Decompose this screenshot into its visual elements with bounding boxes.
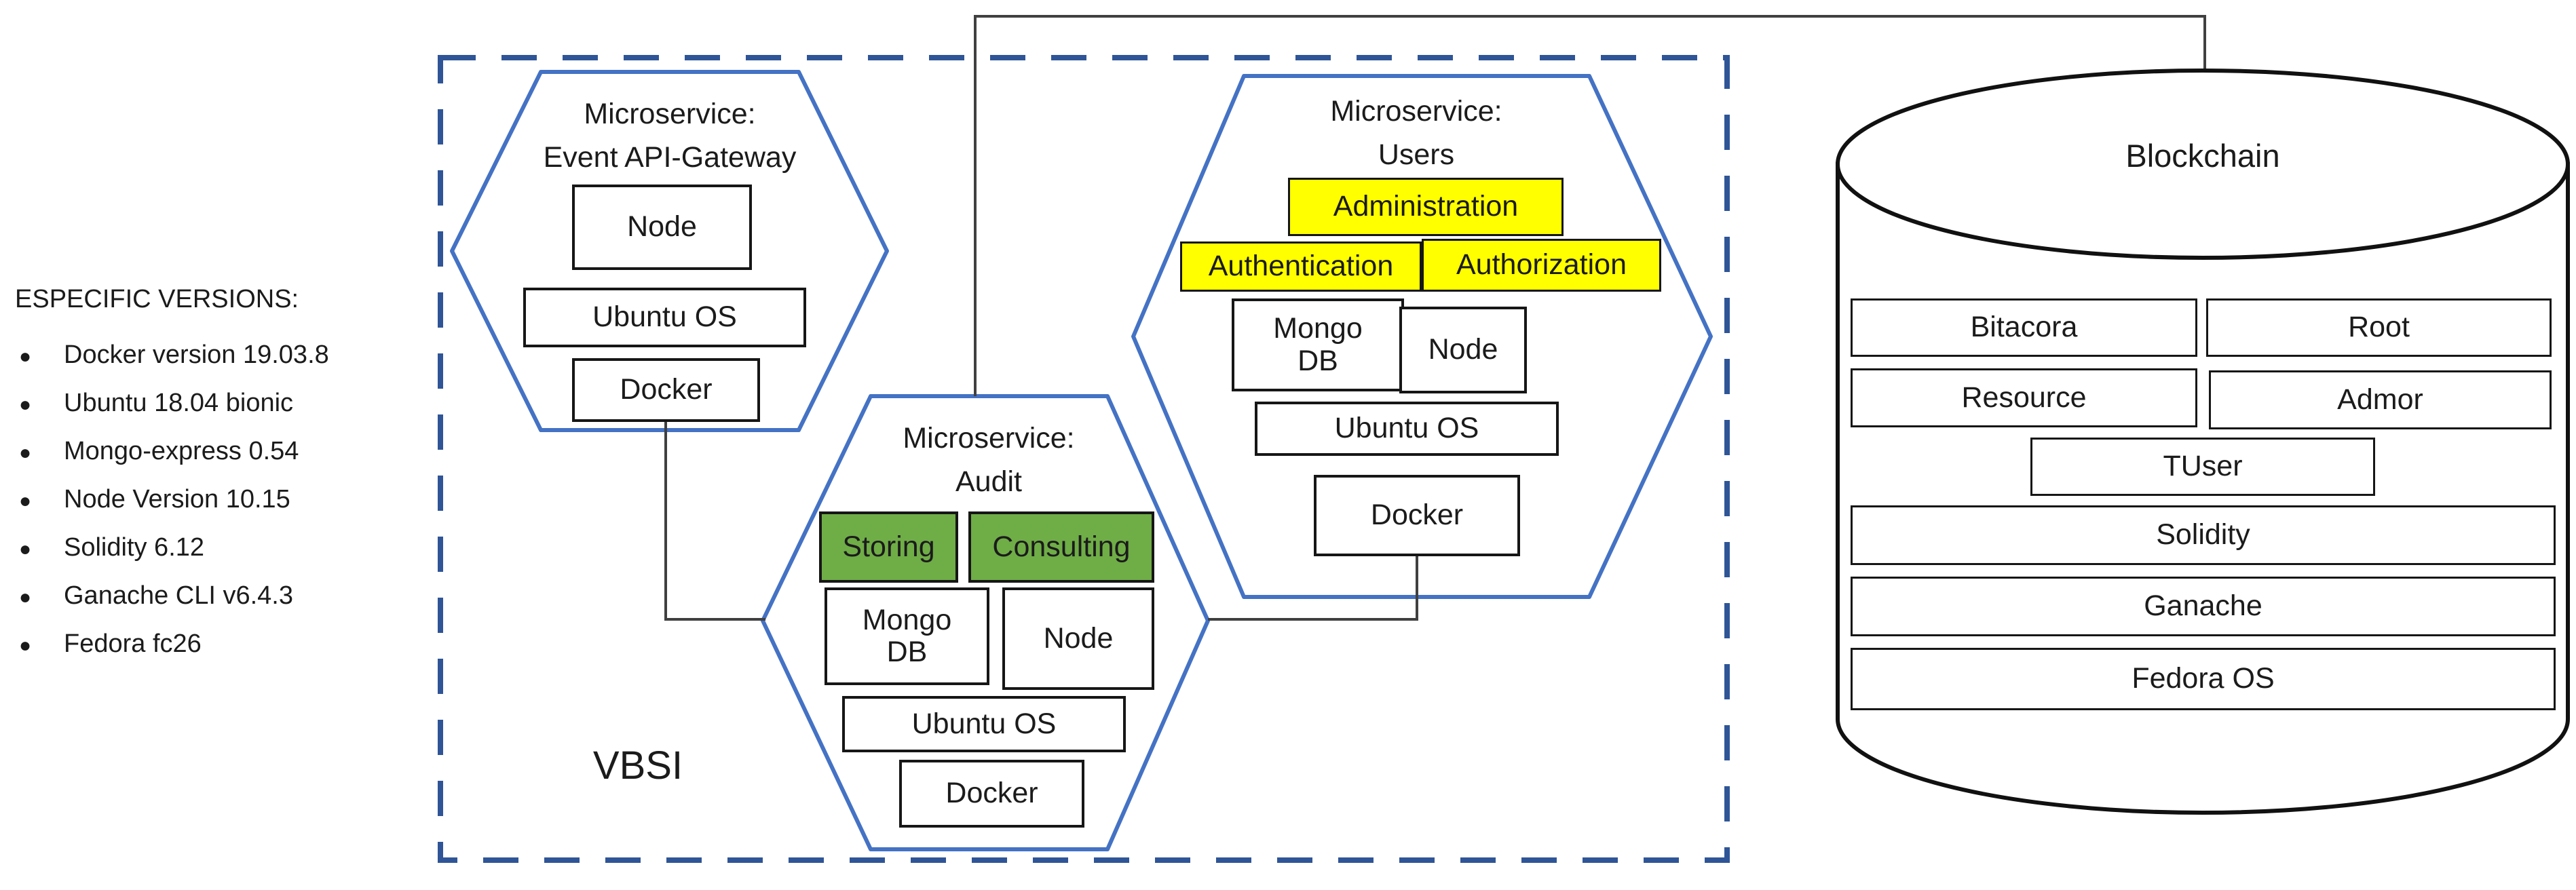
users-ubuntu-box: Ubuntu OS: [1255, 402, 1559, 456]
audit-title: Microservice: Audit: [819, 417, 1158, 503]
versions-title: ESPECIFIC VERSIONS:: [15, 285, 299, 313]
version-item-label: Ubuntu 18.04 bionic: [64, 389, 294, 417]
version-item-label: Fedora fc26: [64, 630, 202, 658]
blockchain-tuser-box: TUser: [2030, 438, 2375, 496]
connector-gateway-to-audit: [664, 422, 765, 621]
audit-title-line2: Audit: [955, 465, 1022, 498]
gateway-title: Microservice: Event API-Gateway: [500, 92, 839, 179]
users-mongodb-box: Mongo DB: [1232, 298, 1404, 391]
blockchain-admor-box: Admor: [2209, 370, 2552, 429]
vbsi-label: VBSI: [592, 743, 683, 788]
connector-audit-to-blockchain: [974, 15, 2206, 396]
users-title: Microservice: Users: [1247, 90, 1586, 176]
gateway-title-line1: Microservice:: [584, 98, 756, 130]
version-item: ● Node Version 10.15: [15, 476, 436, 524]
users-title-line2: Users: [1378, 138, 1455, 171]
connector-users-to-audit: [1208, 556, 1418, 621]
version-item: ● Solidity 6.12: [15, 524, 436, 573]
version-item-label: Solidity 6.12: [64, 533, 205, 562]
gateway-node-box: Node: [572, 185, 752, 270]
bullet-icon: ●: [19, 586, 32, 608]
bullet-icon: ●: [19, 393, 32, 416]
version-item-label: Node Version 10.15: [64, 485, 290, 514]
version-item-label: Docker version 19.03.8: [64, 341, 329, 369]
version-item: ● Mongo-express 0.54: [15, 428, 436, 476]
audit-node-box: Node: [1002, 587, 1154, 690]
blockchain-ganache-box: Ganache: [1851, 577, 2556, 636]
users-title-line1: Microservice:: [1330, 95, 1502, 128]
versions-list: ESPECIFIC VERSIONS: ● Docker version 19.…: [15, 285, 436, 669]
blockchain-bitacora-box: Bitacora: [1851, 298, 2197, 357]
audit-docker-box: Docker: [899, 760, 1084, 828]
audit-storing-box: Storing: [819, 511, 958, 583]
blockchain-solidity-box: Solidity: [1851, 505, 2556, 565]
blockchain-title: Blockchain: [2125, 138, 2280, 174]
users-node-box: Node: [1399, 307, 1527, 393]
users-authorization-box: Authorization: [1422, 239, 1661, 292]
version-item-label: Mongo-express 0.54: [64, 437, 299, 465]
gateway-title-line2: Event API-Gateway: [543, 141, 797, 174]
bullet-icon: ●: [19, 442, 32, 464]
blockchain-fedora-box: Fedora OS: [1851, 648, 2556, 710]
bullet-icon: ●: [19, 634, 32, 657]
vbsi-dashed-border: [438, 55, 1730, 863]
bullet-icon: ●: [19, 490, 32, 512]
blockchain-root-box: Root: [2206, 298, 2552, 357]
version-item: ● Ubuntu 18.04 bionic: [15, 380, 436, 428]
bullet-icon: ●: [19, 538, 32, 560]
users-administration-box: Administration: [1288, 178, 1564, 236]
blockchain-cylinder-top: [1836, 69, 2570, 260]
audit-consulting-box: Consulting: [968, 511, 1154, 583]
audit-title-line1: Microservice:: [903, 422, 1075, 454]
users-docker-box: Docker: [1314, 475, 1520, 556]
audit-ubuntu-box: Ubuntu OS: [842, 696, 1126, 752]
users-authentication-box: Authentication: [1180, 241, 1422, 292]
gateway-docker-box: Docker: [572, 358, 760, 422]
version-item-label: Ganache CLI v6.4.3: [64, 581, 293, 610]
audit-mongodb-box: Mongo DB: [825, 587, 989, 685]
bullet-icon: ●: [19, 345, 32, 368]
version-item: ● Ganache CLI v6.4.3: [15, 573, 436, 621]
version-item: ● Fedora fc26: [15, 621, 436, 669]
version-item: ● Docker version 19.03.8: [15, 332, 436, 380]
blockchain-resource-box: Resource: [1851, 368, 2197, 427]
gateway-ubuntu-box: Ubuntu OS: [523, 288, 806, 347]
